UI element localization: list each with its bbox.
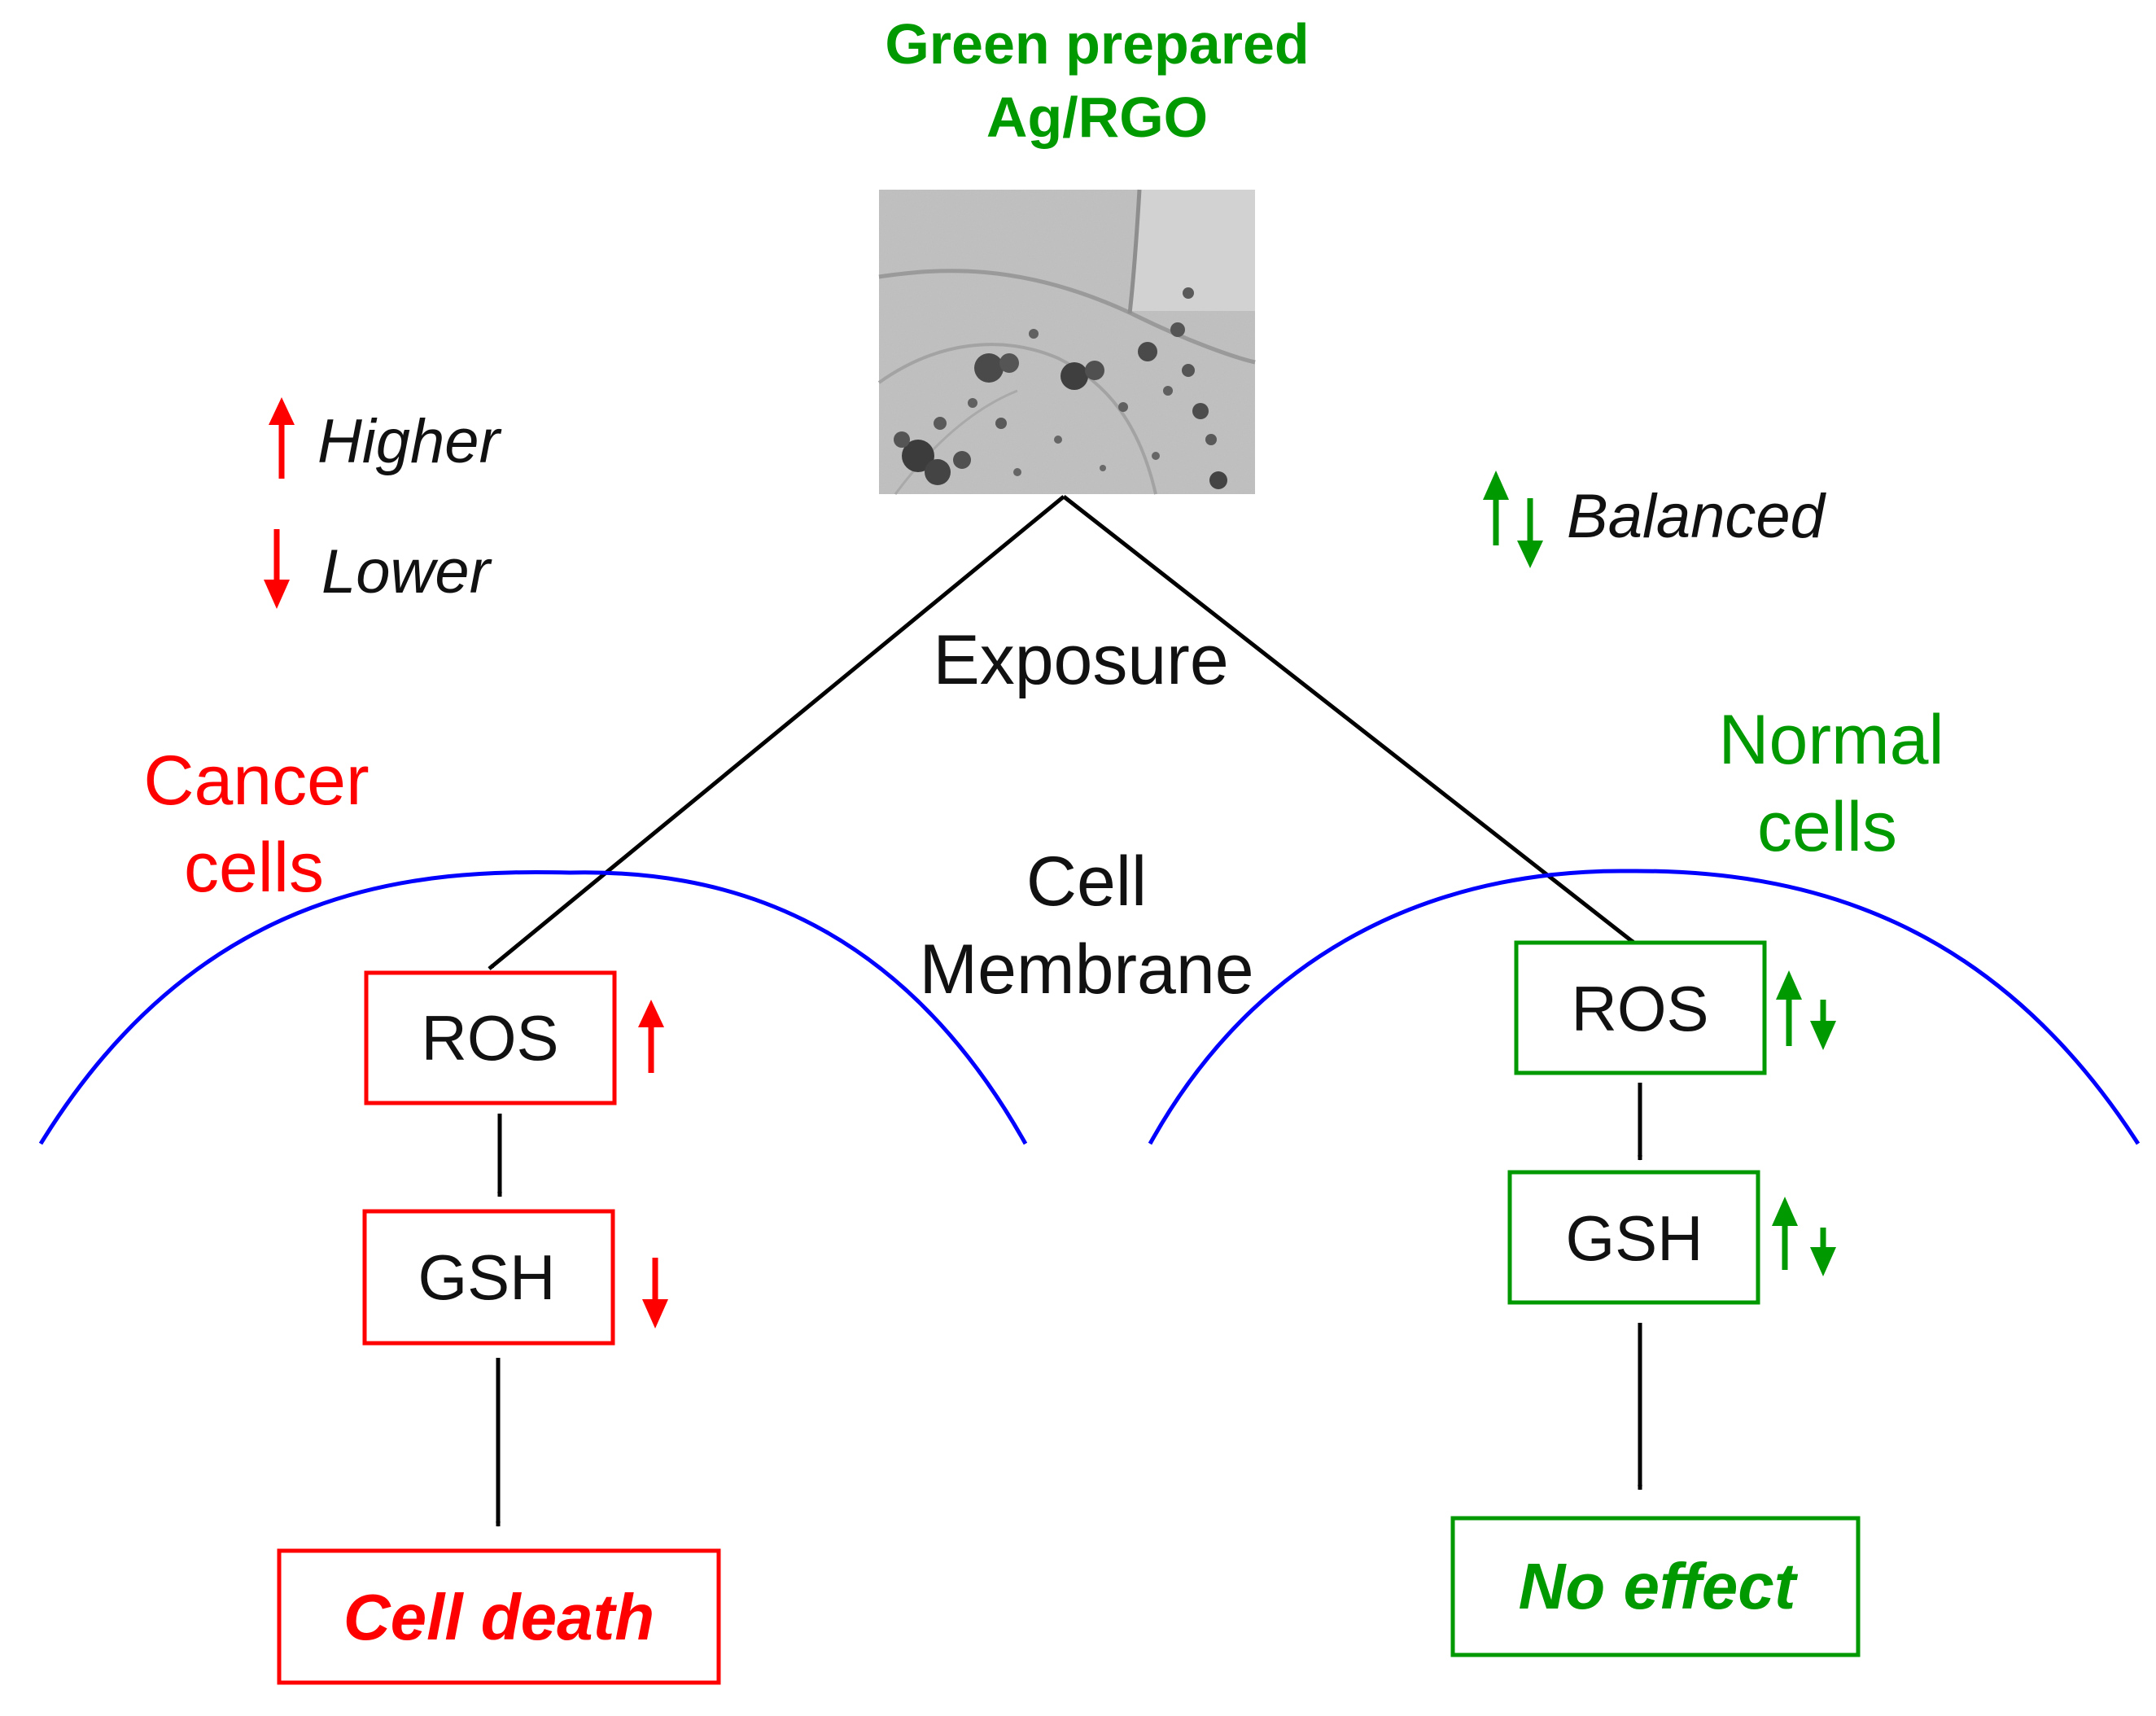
normal-cells-label-line-1: Normal — [1718, 701, 1944, 779]
cancer-cell-membrane — [38, 869, 1028, 1145]
normal-gsh-box: GSH — [1507, 1170, 1760, 1305]
normal-outcome-box: No effect — [1450, 1516, 1861, 1657]
balanced-arrows-icon — [1483, 471, 1543, 568]
cancer-gsh-down-arrow-icon — [642, 1258, 668, 1329]
cancer-cells-label-line-1: Cancer — [143, 742, 369, 820]
normal-cell-membrane — [1148, 869, 2141, 1145]
cancer-gsh-label: GSH — [418, 1241, 555, 1313]
normal-ros-box: ROS — [1514, 940, 1767, 1075]
legend-balanced-label: Balanced — [1567, 482, 1827, 551]
exposure-label: Exposure — [933, 621, 1228, 699]
normal-cells-label-line-2: cells — [1757, 788, 1897, 866]
title-line-2: Ag/RGO — [986, 85, 1208, 149]
cancer-cells-label-line-2: cells — [184, 829, 324, 907]
cancer-ros-label: ROS — [421, 1002, 558, 1074]
exposure-arrow-to-normal — [1062, 495, 1638, 946]
normal-outcome-label: No effect — [1519, 1550, 1799, 1622]
cancer-ros-up-arrow-icon — [638, 1000, 664, 1073]
title-line-1: Green prepared — [885, 12, 1309, 76]
legend-lower-label: Lower — [321, 537, 492, 606]
legend-higher-label: Higher — [317, 407, 502, 476]
cell-membrane-label-line-1: Cell — [1026, 843, 1147, 921]
lower-arrow-icon — [264, 529, 290, 609]
cancer-ros-box: ROS — [364, 970, 617, 1105]
exposure-arrow-to-cancer — [488, 495, 1065, 970]
cancer-gsh-box: GSH — [362, 1209, 615, 1346]
cell-membrane-label-line-2: Membrane — [919, 930, 1253, 1009]
normal-gsh-balanced-arrows-icon — [1772, 1197, 1836, 1276]
normal-ros-balanced-arrows-icon — [1776, 970, 1836, 1050]
normal-ros-label: ROS — [1571, 973, 1708, 1044]
cancer-outcome-label: Cell death — [343, 1581, 654, 1653]
normal-gsh-label: GSH — [1565, 1202, 1703, 1274]
higher-arrow-icon — [269, 397, 295, 479]
legend: Higher Lower Balanced — [264, 397, 1827, 609]
tem-micrograph-image — [877, 189, 1256, 495]
cancer-outcome-box: Cell death — [277, 1548, 721, 1685]
